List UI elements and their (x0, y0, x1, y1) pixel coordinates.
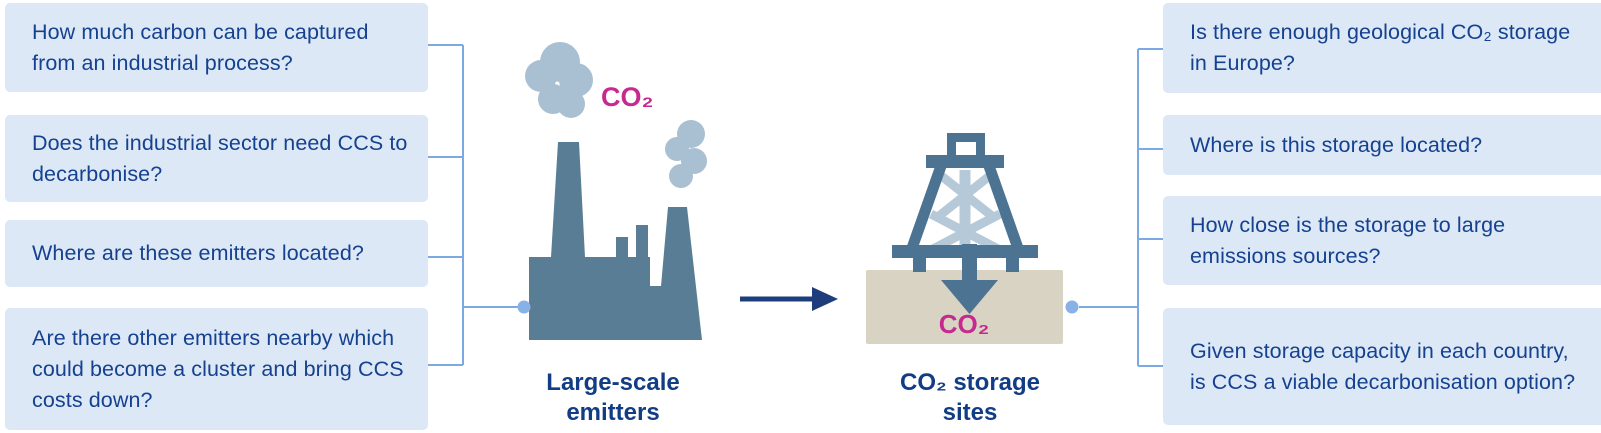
connector-left-bracket (428, 44, 521, 366)
question-text: Where are these emitters located? (32, 241, 364, 265)
question-text: Where is this storage located? (1190, 132, 1483, 157)
co2-emission-label: CO₂ (601, 82, 654, 112)
question-text: Does the industrial sector need CCS to d… (32, 130, 408, 186)
smoke-cloud-icon (525, 42, 593, 118)
storage-caption-line2: sites (942, 399, 998, 426)
connector-dot-left (517, 300, 531, 314)
question-left-2: Does the industrial sector need CCS to d… (5, 115, 428, 202)
connector-dot-right (1065, 300, 1079, 314)
derrick-icon (892, 133, 1038, 314)
factory-icon (529, 142, 702, 340)
question-left-4: Are there other emitters nearby which co… (5, 308, 428, 430)
question-left-3: Where are these emitters located? (5, 220, 428, 287)
co2-storage-label: CO₂ (938, 309, 990, 339)
question-right-4: Given storage capacity in each country, … (1163, 308, 1601, 425)
question-right-1: Is there enough geological CO₂ storage i… (1163, 3, 1601, 93)
question-text: Is there enough geological CO₂ storage i… (1190, 20, 1571, 75)
emitters-caption-line2: emitters (566, 399, 660, 426)
injection-arrow-icon (941, 244, 998, 314)
emitters-caption-line1: Large-scale (546, 369, 680, 396)
smoke-cloud-icon (665, 120, 707, 188)
storage-caption-line1: CO₂ storage (899, 369, 1041, 396)
question-text: How close is the storage to large emissi… (1190, 212, 1506, 268)
storage-caption: CO₂ storage sites (870, 368, 1070, 428)
question-right-3: How close is the storage to large emissi… (1163, 196, 1601, 285)
connector-right-bracket (1079, 48, 1163, 367)
flow-arrow-icon (740, 287, 838, 311)
question-text: How much carbon can be captured from an … (32, 19, 369, 75)
question-text: Are there other emitters nearby which co… (32, 325, 404, 412)
question-text: Given storage capacity in each country, … (1190, 338, 1576, 394)
question-right-2: Where is this storage located? (1163, 115, 1601, 175)
emitters-caption: Large-scale emitters (513, 368, 713, 428)
question-left-1: How much carbon can be captured from an … (5, 3, 428, 92)
